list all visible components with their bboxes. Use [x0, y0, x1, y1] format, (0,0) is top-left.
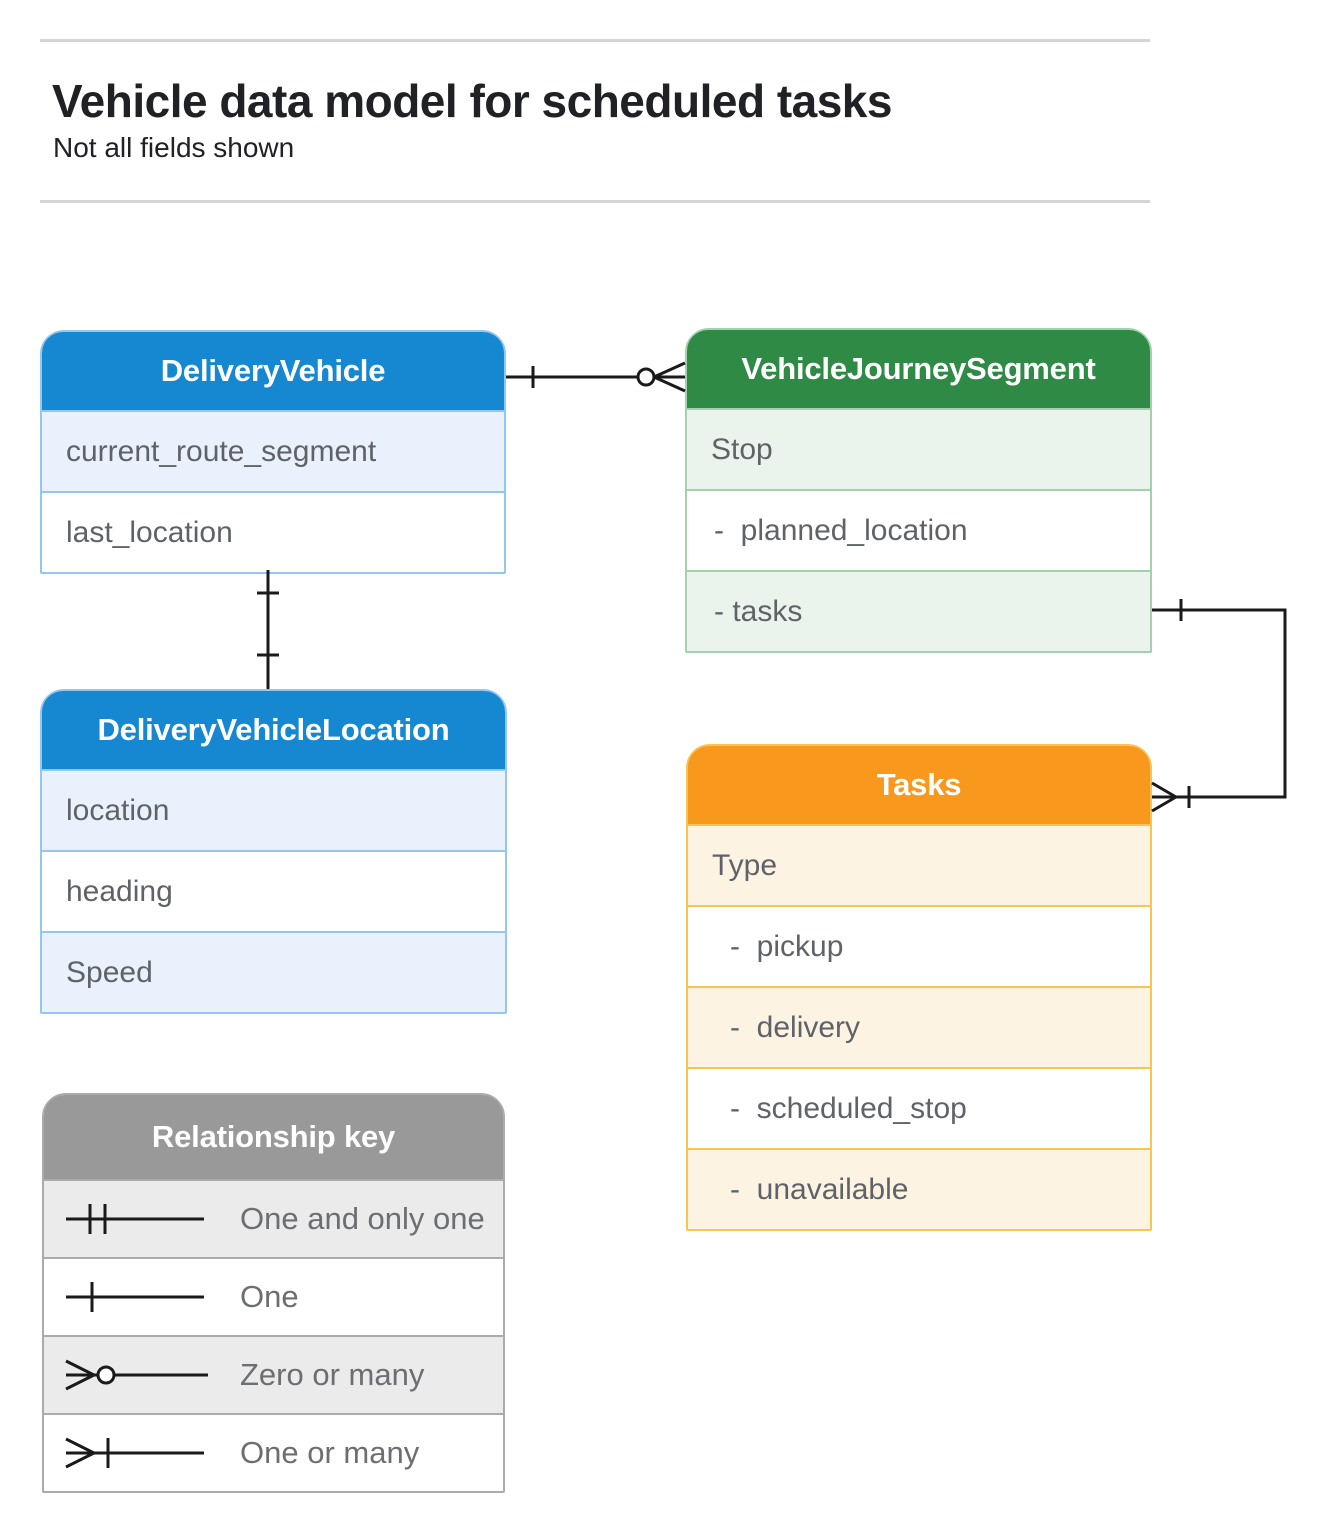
- page-title: Vehicle data model for scheduled tasks: [52, 75, 892, 127]
- field-label: Type: [712, 848, 778, 882]
- field-row: Speed: [42, 931, 505, 1012]
- field-row: - unavailable: [688, 1148, 1150, 1229]
- page-subtitle: Not all fields shown: [53, 132, 295, 163]
- divider-top: [40, 39, 1150, 42]
- field-row: - scheduled_stop: [688, 1067, 1150, 1148]
- field-label: current_route_segment: [66, 434, 377, 468]
- field-label: Speed: [66, 955, 153, 989]
- divider-bottom: [40, 200, 1150, 203]
- field-label: - pickup: [730, 929, 844, 963]
- entity-delivery-vehicle-header: DeliveryVehicle: [42, 332, 504, 410]
- field-label: last_location: [66, 515, 233, 549]
- legend-label: Zero or many: [240, 1357, 425, 1392]
- connector-deliveryvehicle-deliveryvehiclelocation: [257, 570, 279, 689]
- field-row: - pickup: [688, 905, 1150, 986]
- field-label: - scheduled_stop: [730, 1091, 967, 1125]
- legend-label: One or many: [240, 1435, 420, 1470]
- connector-deliveryvehicle-vehiclejourneysegment: [506, 361, 686, 393]
- field-row: Stop: [687, 408, 1150, 489]
- zero-or-many-symbol: [65, 1359, 208, 1391]
- entity-vehicle-journey-segment: VehicleJourneySegment Stop - planned_loc…: [685, 328, 1152, 653]
- legend-label: One and only one: [240, 1201, 485, 1236]
- entity-delivery-vehicle-location-header: DeliveryVehicleLocation: [42, 691, 505, 769]
- legend-row: One and only one: [44, 1179, 503, 1257]
- field-row: heading: [42, 850, 505, 931]
- field-row: - tasks: [687, 570, 1150, 651]
- field-label: - unavailable: [730, 1172, 909, 1206]
- legend-row: Zero or many: [44, 1335, 503, 1413]
- one-or-many-symbol: [65, 1437, 204, 1469]
- field-row: Type: [688, 824, 1150, 905]
- field-label: - delivery: [730, 1010, 861, 1044]
- field-label: heading: [66, 874, 173, 908]
- entity-vehicle-journey-segment-header: VehicleJourneySegment: [687, 330, 1150, 408]
- entity-tasks-header: Tasks: [688, 746, 1150, 824]
- legend-row: One: [44, 1257, 503, 1335]
- one-and-only-one-symbol: [66, 1204, 204, 1234]
- legend-header: Relationship key: [44, 1095, 503, 1179]
- entity-tasks: Tasks Type - pickup - delivery - schedul…: [686, 744, 1152, 1231]
- legend-row: One or many: [44, 1413, 503, 1491]
- field-label: - tasks: [714, 594, 803, 628]
- field-row: - delivery: [688, 986, 1150, 1067]
- entity-delivery-vehicle-location: DeliveryVehicleLocation location heading…: [40, 689, 507, 1014]
- field-label: location: [66, 793, 170, 827]
- field-label: - planned_location: [714, 513, 968, 547]
- legend-label: One: [240, 1279, 299, 1314]
- field-row: - planned_location: [687, 489, 1150, 570]
- field-row: location: [42, 769, 505, 850]
- field-label: Stop: [711, 432, 773, 466]
- field-row: last_location: [42, 491, 504, 572]
- entity-delivery-vehicle: DeliveryVehicle current_route_segment la…: [40, 330, 506, 574]
- field-row: current_route_segment: [42, 410, 504, 491]
- legend-relationship-key: Relationship key One and only one One Ze…: [42, 1093, 505, 1493]
- connector-vehiclejourneysegment-tasks: [1151, 599, 1287, 813]
- one-symbol: [66, 1282, 204, 1312]
